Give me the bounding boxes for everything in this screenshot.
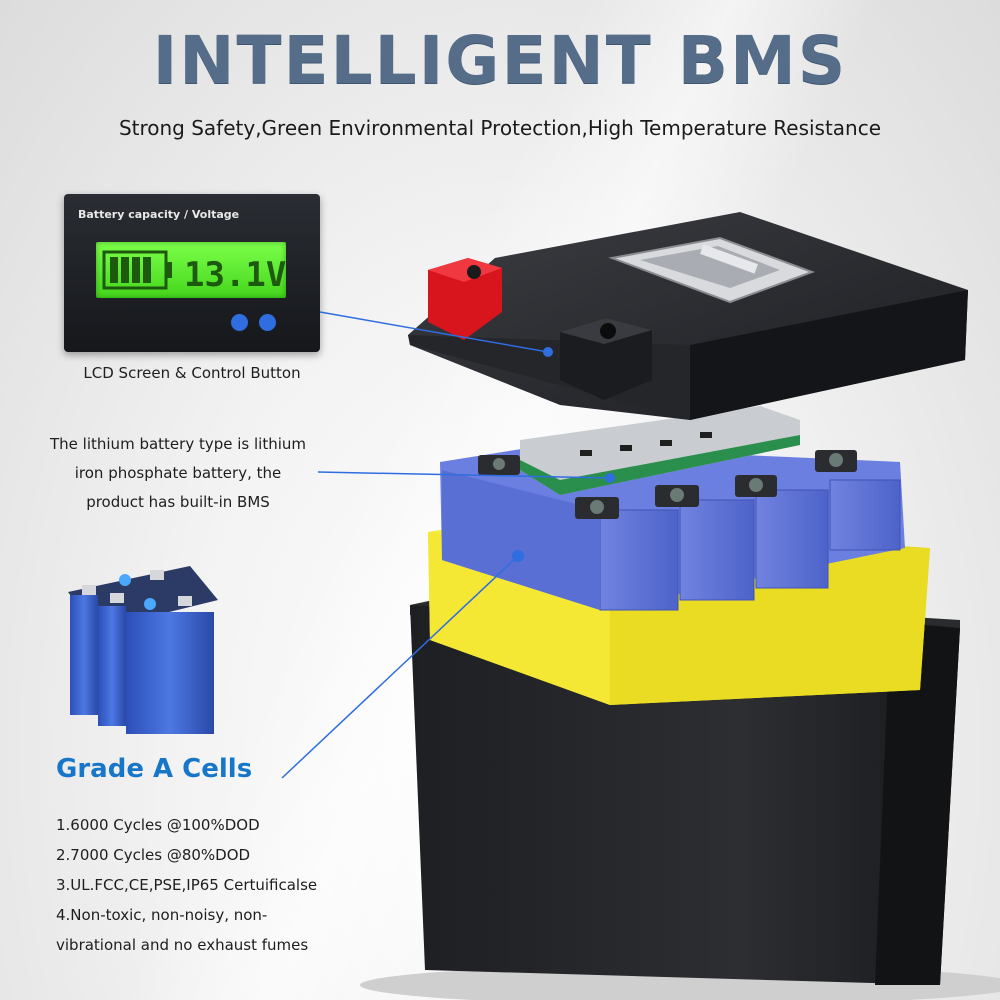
bms-board	[520, 406, 800, 495]
list-item: 1.6000 Cycles @100%DOD	[56, 816, 260, 834]
battery-lid	[408, 212, 968, 420]
small-cell-terminal-icon	[82, 570, 192, 610]
page-title: INTELLIGENT BMS	[152, 22, 848, 99]
feature-list: 1.6000 Cycles @100%DOD 2.7000 Cycles @80…	[56, 810, 376, 960]
negative-terminal	[560, 318, 652, 400]
lcd-caption: LCD Screen & Control Button	[83, 364, 301, 382]
grade-a-cells-image	[68, 566, 218, 734]
lithium-caption-line: iron phosphate battery, the	[74, 464, 282, 482]
lid-handle	[608, 236, 815, 304]
lithium-caption-line: The lithium battery type is lithium	[50, 435, 306, 453]
positive-terminal	[428, 258, 502, 340]
lithium-caption-line: product has built-in BMS	[86, 493, 270, 511]
list-item: vibrational and no exhaust fumes	[56, 936, 309, 954]
lcd-control-button-2[interactable]	[259, 314, 276, 331]
lcd-control-button-1[interactable]	[231, 314, 248, 331]
lcd-voltage-reading: 13.1V	[184, 255, 286, 295]
cell-terminal-icon	[478, 450, 857, 519]
lcd-screen: 13.1V	[96, 242, 286, 298]
lcd-display-module: Battery capacity / Voltage 13.1V	[64, 194, 320, 352]
lcd-label: Battery capacity / Voltage	[78, 208, 240, 221]
lithium-caption: The lithium battery type is lithium iron…	[28, 430, 328, 517]
grade-a-heading: Grade A Cells	[56, 754, 253, 784]
callout-lines	[281, 311, 615, 779]
page-subtitle: Strong Safety,Green Environmental Protec…	[118, 116, 882, 140]
list-item: 4.Non-toxic, non-noisy, non-	[56, 906, 268, 924]
lcd-battery-icon: 13.1V	[102, 250, 286, 295]
list-item: 3.UL.FCC,CE,PSE,IP65 Certuificalse	[56, 876, 318, 894]
list-item: 2.7000 Cycles @80%DOD	[56, 846, 251, 864]
